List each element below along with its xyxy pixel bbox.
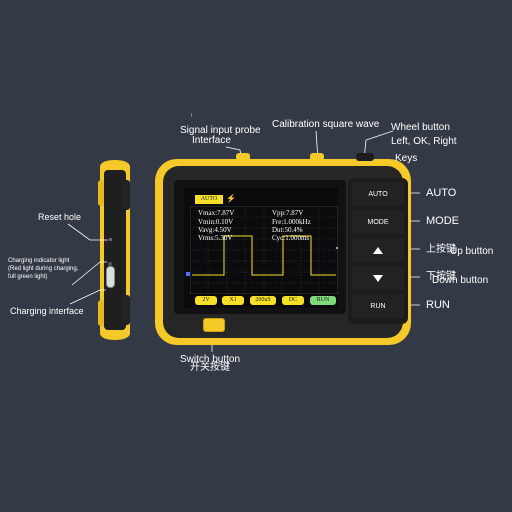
down-triangle-icon [373, 274, 383, 282]
mode-badge: AUTO [195, 195, 223, 204]
label-charging-light-3: full green light) [8, 274, 48, 280]
label-keys: Keys [395, 153, 418, 164]
run-button[interactable]: RUN [352, 294, 404, 318]
square-wave-trace [192, 235, 336, 276]
label-reset-hole: Reset hole [38, 212, 82, 222]
down-button[interactable] [352, 266, 404, 290]
chip-coupling: DC [282, 296, 304, 305]
label-auto: AUTO [426, 187, 457, 199]
ground-marker [186, 272, 190, 276]
label-switch-button: Switch button [180, 354, 241, 365]
label-arrow-mark: ↑ [190, 113, 193, 119]
chip-run-state: RUN [310, 296, 336, 305]
label-calibration: Calibration square wave [272, 119, 380, 130]
label-wheel-2: Left, OK, Right [391, 136, 457, 147]
label-switch-button-cn: 开关按键 [190, 362, 230, 373]
reading-freq: Fre:1.000kHz [272, 218, 311, 226]
label-run: RUN [426, 299, 450, 311]
power-switch[interactable] [203, 318, 225, 332]
reading-vmin: Vmin:0.10V [198, 218, 234, 226]
reading-duty: Dut:50.4% [272, 226, 303, 234]
auto-button[interactable]: AUTO [352, 182, 404, 206]
label-up-cn: 上按键 [426, 244, 456, 255]
up-button[interactable] [352, 238, 404, 262]
wheel-button[interactable] [356, 153, 374, 161]
reading-vmax: Vmax:7.87V [198, 209, 235, 217]
calibration-terminal [310, 153, 324, 161]
chip-probe: X1 [222, 296, 244, 305]
charging-port[interactable] [106, 266, 115, 288]
label-charging-light-2: (Red light during charging, [8, 266, 79, 272]
button-panel: AUTO MODE RUN [348, 178, 408, 324]
reset-hole[interactable] [109, 238, 112, 241]
label-down-cn: 下按键 [426, 271, 456, 282]
reading-vrms: Vrms:5.30V [198, 234, 233, 242]
reading-vavg: Vavg:4.50V [198, 226, 232, 234]
label-wheel-1: Wheel button [391, 122, 450, 133]
lightning-icon: ⚡ [226, 194, 236, 203]
reading-vpp: Vpp:7.87V [272, 209, 304, 217]
label-signal-input-2: Interface [192, 135, 231, 146]
label-up-en: Up button [450, 246, 494, 257]
label-charging-light-1: Charging indicator light [8, 258, 70, 264]
label-signal-input-1: Signal input probe [180, 125, 261, 136]
label-mode: MODE [426, 215, 459, 227]
probe-connector [236, 153, 250, 161]
waveform-display [190, 206, 338, 294]
chip-volts-div: 2V [195, 296, 217, 305]
mode-button[interactable]: MODE [352, 210, 404, 234]
chip-time-div: 200uS [250, 296, 276, 305]
label-down-en: Down button [432, 275, 489, 286]
charging-indicator-light [108, 262, 112, 266]
up-triangle-icon [373, 246, 383, 254]
screen [184, 188, 338, 308]
device-side-view [98, 160, 130, 340]
reading-cycle: Cyc:1.000ms [272, 234, 310, 242]
label-charging-interface: Charging interface [10, 306, 84, 316]
